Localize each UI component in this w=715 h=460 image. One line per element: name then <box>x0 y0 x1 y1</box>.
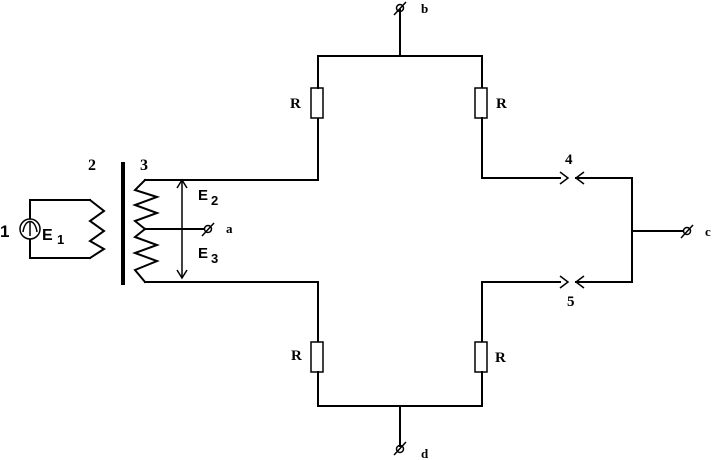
terminal-a-ring <box>203 224 213 234</box>
ac-source-icon <box>19 218 41 240</box>
label-terminal-a: a <box>226 221 233 236</box>
label-terminal-d: d <box>421 446 429 460</box>
label-e1: E <box>42 227 53 244</box>
contact-5-right <box>574 275 585 289</box>
label-resistor-top-left: R <box>290 96 301 112</box>
label-resistor-top-right: R <box>496 96 507 112</box>
ac-source-circle <box>19 218 41 240</box>
ac-source-arc <box>22 220 38 233</box>
wire-upper-left <box>144 117 319 181</box>
resistor-bottom-right <box>474 341 488 373</box>
label-resistor-bottom-left: R <box>291 348 302 364</box>
label-contact-5: 5 <box>567 294 575 310</box>
wire-upper-right <box>481 117 561 179</box>
terminal-a-icon <box>201 222 215 237</box>
label-source-number: 1 <box>0 222 9 241</box>
primary-winding <box>88 198 106 260</box>
label-resistor-bottom-right: R <box>495 350 506 366</box>
terminal-d-icon <box>393 441 407 456</box>
label-terminal-c: c <box>705 224 711 239</box>
label-e3: E <box>198 245 208 262</box>
label-e2-subscript: 2 <box>211 193 218 208</box>
label-e2: E <box>198 187 208 204</box>
source-wire-top <box>29 199 91 219</box>
terminal-c-ring <box>682 226 692 236</box>
wire-contacts-right <box>575 177 633 283</box>
resistor-top-right <box>474 87 488 119</box>
label-winding-number: 3 <box>140 157 148 174</box>
terminal-b-icon <box>393 1 407 16</box>
label-e3-subscript: 3 <box>211 251 218 266</box>
contact-5-left <box>559 275 570 289</box>
wire-top-bridge <box>317 55 483 89</box>
resistor-bottom-left <box>310 341 324 373</box>
label-contact-4: 4 <box>565 152 573 168</box>
emf-arrow-down-head <box>176 269 188 280</box>
secondary-winding-lower <box>132 227 160 284</box>
label-core-number: 2 <box>88 157 96 174</box>
source-wire-bottom <box>29 239 91 259</box>
wire-lower-left <box>144 281 319 343</box>
terminal-d-ring <box>395 444 405 454</box>
secondary-winding-upper <box>132 178 161 231</box>
label-e1-subscript: 1 <box>57 232 64 247</box>
contact-4-left <box>559 171 570 185</box>
wire-lower-right <box>481 281 561 343</box>
label-terminal-b: b <box>421 1 428 16</box>
resistor-top-left <box>310 87 324 119</box>
wire-bottom-bridge <box>317 371 483 407</box>
terminal-b-ring <box>395 3 405 13</box>
terminal-c-icon <box>680 224 694 239</box>
